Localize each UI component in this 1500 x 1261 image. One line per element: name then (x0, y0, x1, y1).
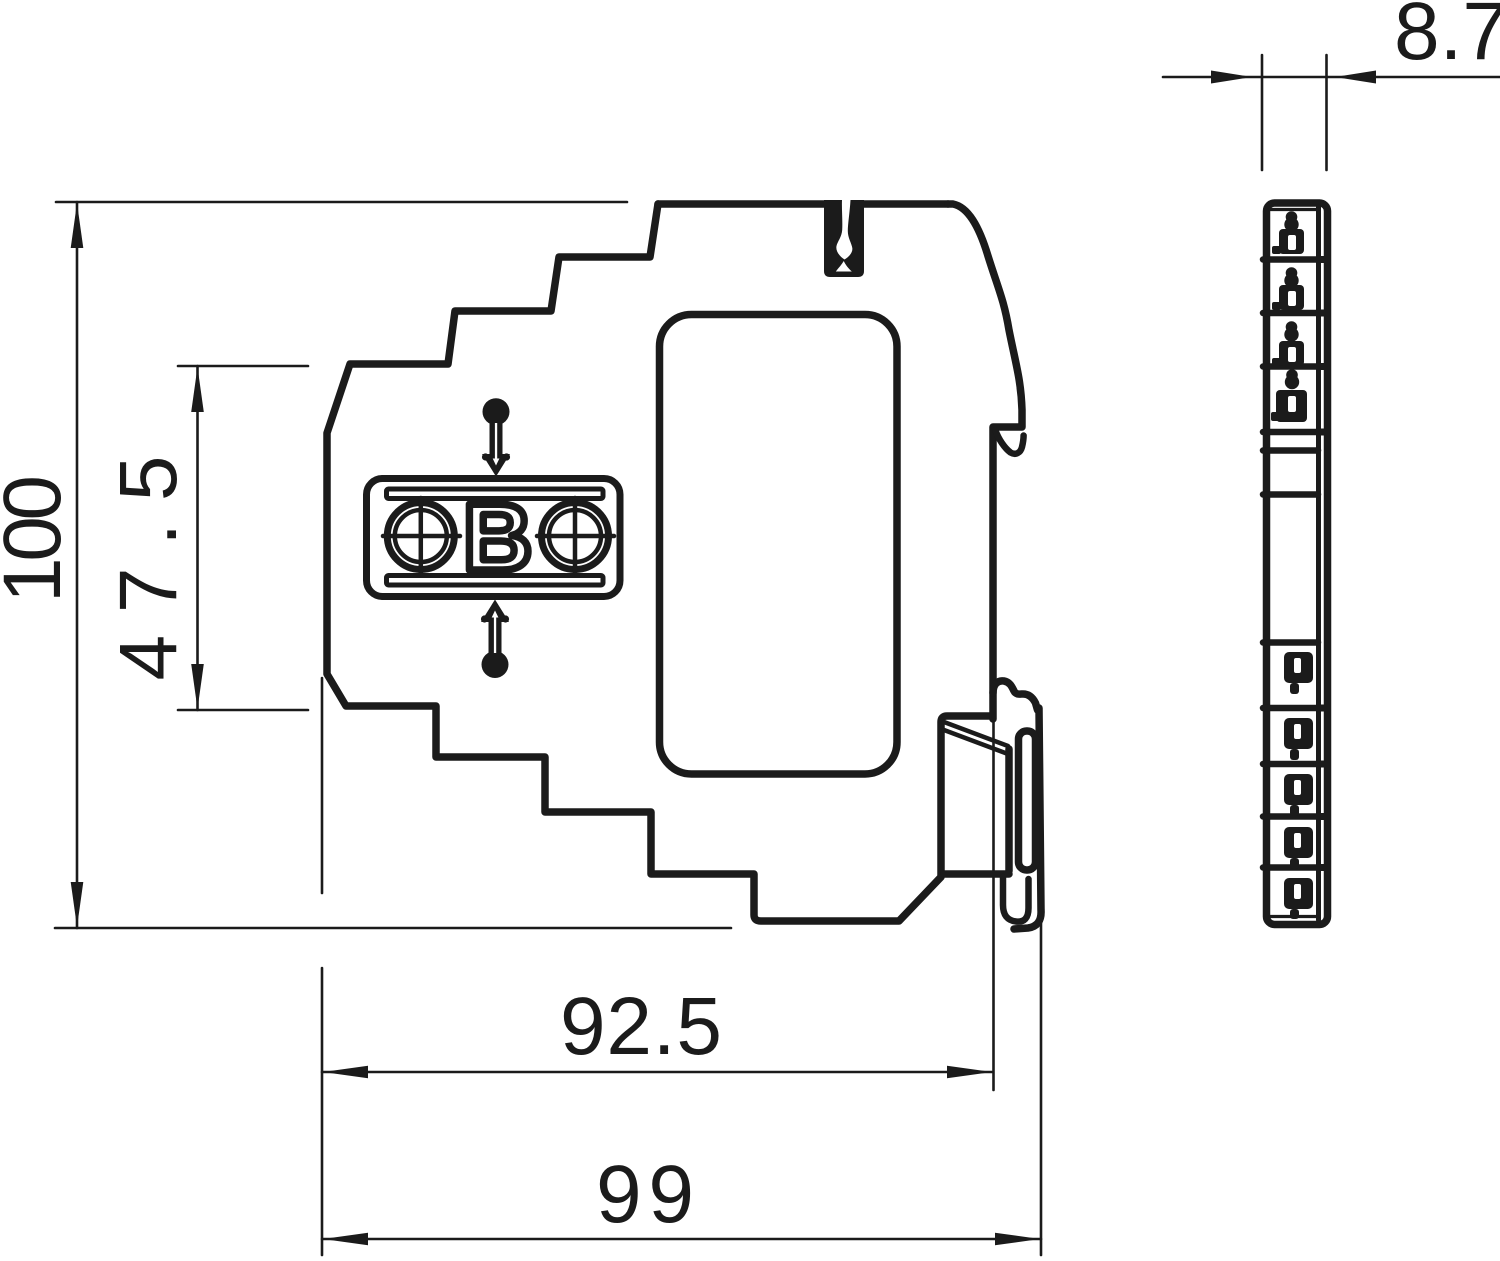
svg-text:99: 99 (596, 1149, 694, 1240)
svg-text:47.5: 47.5 (103, 456, 194, 681)
svg-text:100: 100 (0, 475, 78, 603)
svg-text:B: B (463, 484, 532, 591)
svg-text:92.5: 92.5 (560, 981, 722, 1072)
svg-text:8.7: 8.7 (1394, 0, 1500, 77)
